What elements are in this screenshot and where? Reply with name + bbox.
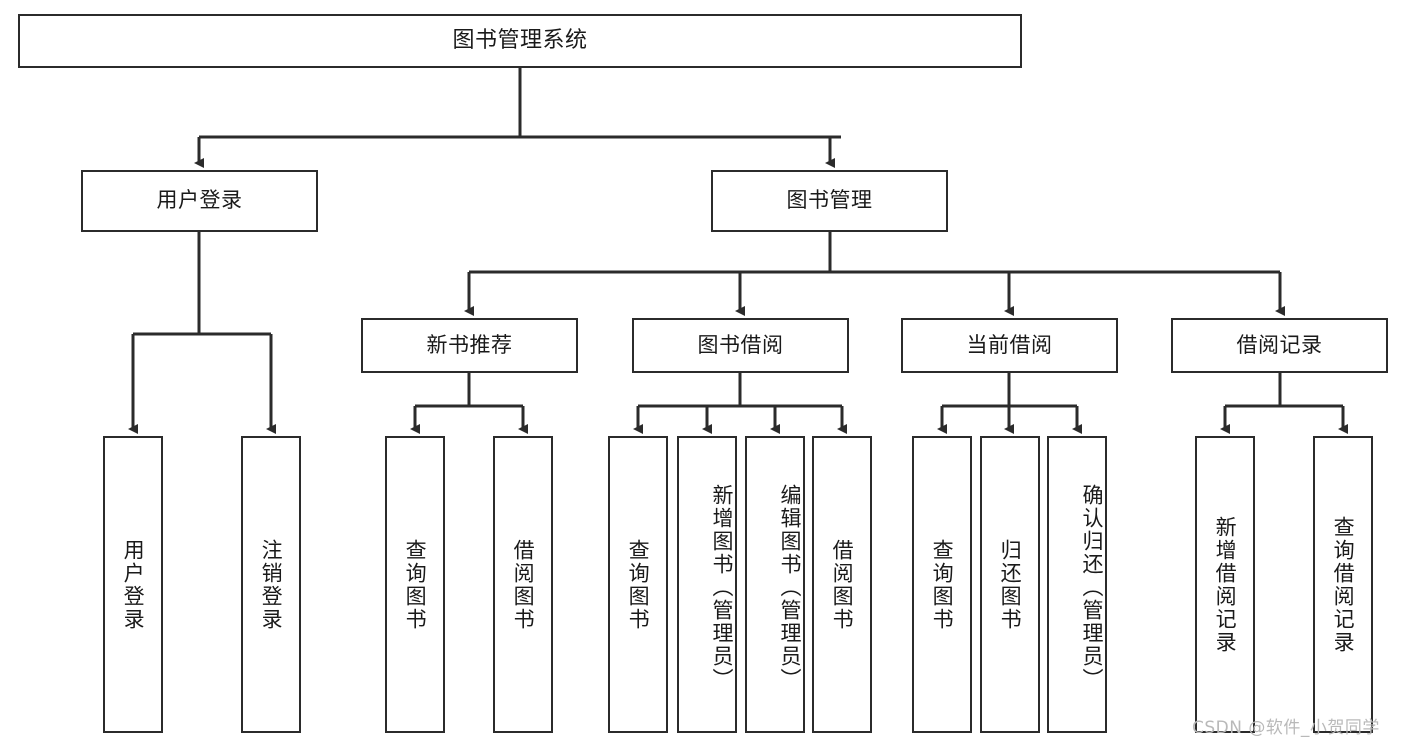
leaf-query-book[interactable]: 查询图书 (608, 436, 668, 733)
csdn-watermark: CSDN @软件_小贺同学 (1192, 718, 1380, 738)
leaf-query-borrow-record[interactable]: 查询借阅记录 (1313, 436, 1373, 733)
node-user-login[interactable]: 用户登录 (81, 170, 318, 232)
leaf-query-book-current[interactable]: 查询图书 (912, 436, 972, 733)
leaf-borrow-book[interactable]: 借阅图书 (812, 436, 872, 733)
leaf-query-book-new[interactable]: 查询图书 (385, 436, 445, 733)
leaf-confirm-return-admin[interactable]: 确认归还（管理员） (1047, 436, 1107, 733)
node-book-borrow[interactable]: 图书借阅 (632, 318, 849, 373)
leaf-borrow-book-new[interactable]: 借阅图书 (493, 436, 553, 733)
node-borrow-record[interactable]: 借阅记录 (1171, 318, 1388, 373)
node-new-book-recommend[interactable]: 新书推荐 (361, 318, 578, 373)
leaf-logout[interactable]: 注销登录 (241, 436, 301, 733)
leaf-return-book[interactable]: 归还图书 (980, 436, 1040, 733)
node-book-management-system[interactable]: 图书管理系统 (18, 14, 1022, 68)
leaf-add-book-admin[interactable]: 新增图书（管理员） (677, 436, 737, 733)
node-book-management[interactable]: 图书管理 (711, 170, 948, 232)
leaf-user-login[interactable]: 用户登录 (103, 436, 163, 733)
leaf-add-borrow-record[interactable]: 新增借阅记录 (1195, 436, 1255, 733)
leaf-edit-book-admin[interactable]: 编辑图书（管理员） (745, 436, 805, 733)
node-current-borrow[interactable]: 当前借阅 (901, 318, 1118, 373)
